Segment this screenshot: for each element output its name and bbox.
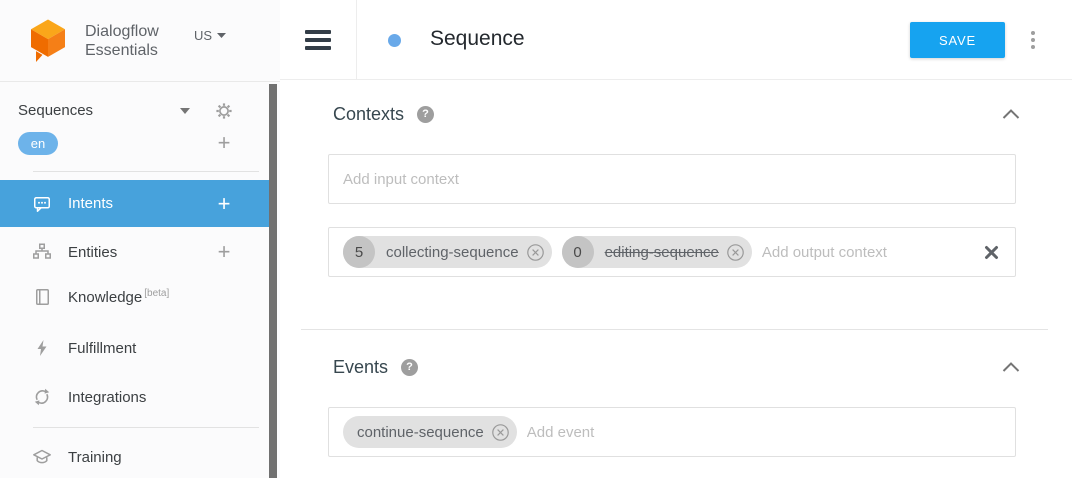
language-row: en + [0, 129, 269, 159]
events-section-header: Events ? [333, 353, 1020, 381]
context-name: editing-sequence [604, 243, 719, 261]
sidebar-item-integrations[interactable]: Integrations [0, 377, 269, 417]
sidebar-item-label: Intents [68, 195, 114, 212]
context-lifespan: 0 [561, 236, 594, 268]
gear-icon [216, 103, 232, 119]
brand-name: Dialogflow Essentials [85, 22, 159, 60]
sidebar-divider [33, 171, 259, 172]
clear-contexts-button[interactable] [982, 243, 1001, 262]
integrations-sync-icon [32, 387, 52, 407]
output-context-field[interactable]: 5 collecting-sequence 0 editing-sequence [328, 227, 1016, 277]
contexts-help-icon[interactable]: ? [417, 105, 435, 123]
chevron-down-icon [180, 108, 190, 114]
save-button[interactable]: SAVE [910, 22, 1005, 58]
kebab-icon [1031, 31, 1035, 35]
sidebar: Dialogflow Essentials US Sequences [0, 0, 280, 478]
sidebar-header: Dialogflow Essentials US [0, 0, 280, 82]
brand-line2: Essentials [85, 42, 158, 59]
context-lifespan: 5 [343, 236, 375, 268]
region-label: US [194, 28, 213, 43]
add-intent-button[interactable]: + [217, 190, 231, 216]
chevron-up-icon [1002, 362, 1020, 372]
agent-selector-row: Sequences [0, 96, 269, 126]
sidebar-item-label: Entities [68, 243, 118, 261]
output-context-input[interactable] [761, 243, 972, 261]
events-field[interactable]: continue-sequence [328, 407, 1016, 457]
beta-badge: [beta] [144, 288, 170, 299]
sidebar-divider [33, 427, 259, 428]
sidebar-item-intents[interactable]: Intents + [0, 180, 269, 227]
event-input[interactable] [526, 423, 1001, 441]
close-icon [985, 245, 998, 259]
input-context-field[interactable] [328, 154, 1016, 204]
sidebar-item-label: Fulfillment [68, 339, 137, 357]
chevron-down-icon [217, 33, 227, 38]
output-context-chip[interactable]: 0 editing-sequence [561, 236, 752, 268]
sidebar-item-label: Integrations [68, 388, 147, 406]
contexts-title: Contexts [333, 103, 405, 124]
contexts-section-header: Contexts ? [333, 100, 1020, 128]
sidebar-item-label: Training [68, 448, 122, 466]
fulfillment-bolt-icon [32, 338, 52, 358]
input-context-input[interactable] [343, 170, 1001, 188]
intents-chat-bubble-icon [32, 194, 52, 214]
agent-settings-button[interactable] [212, 99, 236, 123]
events-title: Events [333, 356, 389, 377]
events-collapse-button[interactable] [1002, 362, 1020, 372]
sidebar-item-knowledge[interactable]: Knowledge[beta] [0, 277, 269, 317]
add-language-button[interactable]: + [217, 130, 231, 155]
output-context-chip[interactable]: 5 collecting-sequence [343, 236, 552, 268]
sidebar-item-entities[interactable]: Entities + [0, 232, 269, 272]
entities-hierarchy-icon [32, 242, 52, 262]
sidebar-item-fulfillment[interactable]: Fulfillment [0, 328, 269, 368]
dialogflow-logo-icon [31, 19, 65, 62]
sidebar-scrollbar[interactable] [269, 84, 277, 478]
region-selector[interactable]: US [194, 28, 227, 43]
contexts-collapse-button[interactable] [1002, 109, 1020, 119]
agent-name: Sequences [18, 102, 94, 119]
brand-line1: Dialogflow [85, 23, 159, 40]
chevron-up-icon [1002, 109, 1020, 119]
sidebar-item-label: Knowledge[beta] [68, 288, 170, 306]
context-name: collecting-sequence [386, 243, 519, 261]
page-title: Sequence [430, 27, 525, 50]
sidebar-item-training[interactable]: Training [0, 437, 269, 477]
event-name: continue-sequence [357, 423, 484, 441]
knowledge-book-icon [32, 287, 52, 307]
agent-dropdown-button[interactable] [176, 102, 194, 120]
remove-event-icon[interactable] [491, 423, 510, 442]
main-header: Sequence SAVE [280, 0, 1072, 80]
section-divider [301, 329, 1048, 330]
menu-toggle-button[interactable] [280, 0, 357, 79]
main-content: Contexts ? 5 collecting-sequence 0 editi… [280, 80, 1072, 478]
event-chip[interactable]: continue-sequence [343, 416, 517, 448]
training-graduation-cap-icon [32, 447, 52, 467]
remove-context-icon[interactable] [526, 243, 545, 262]
events-help-icon[interactable]: ? [401, 358, 419, 376]
intent-status-dot [388, 34, 401, 47]
hamburger-icon [305, 29, 331, 34]
remove-context-icon[interactable] [726, 243, 745, 262]
add-entity-button[interactable]: + [217, 239, 231, 264]
more-options-button[interactable] [1025, 26, 1041, 54]
language-tab-en[interactable]: en [18, 132, 58, 155]
